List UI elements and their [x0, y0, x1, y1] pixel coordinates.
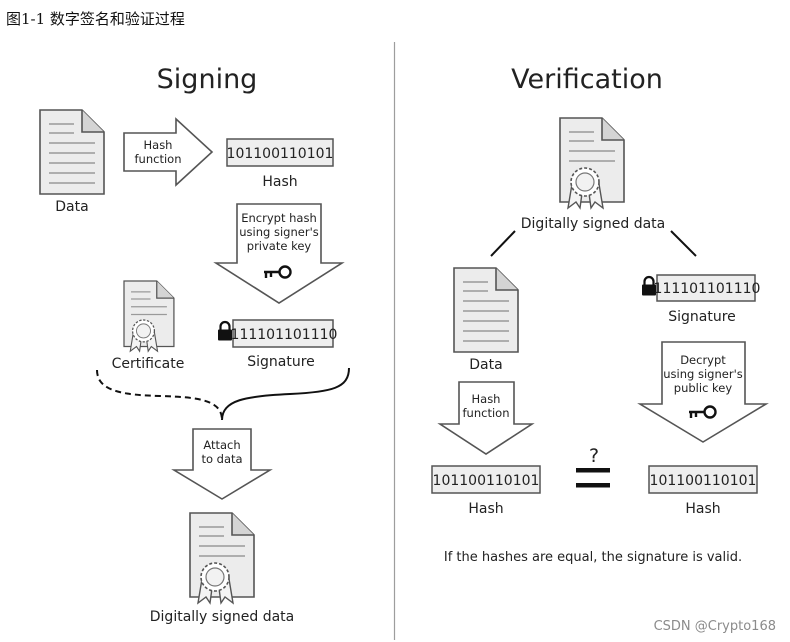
verification-title: Verification — [511, 64, 663, 95]
verify-hash-function-arrow: Hash function — [437, 381, 535, 455]
encrypt-label-1: Encrypt hash — [241, 211, 317, 225]
watermark: CSDN @Crypto168 — [653, 619, 776, 634]
split-line-left — [490, 230, 516, 257]
verify-signature-box: 111101101110 — [640, 274, 761, 302]
decrypt-label-2: using signer's — [663, 367, 742, 381]
verify-signed-data-label: Digitally signed data — [521, 216, 665, 232]
certificate-icon — [123, 280, 175, 352]
signing-signature-label: Signature — [247, 354, 315, 370]
equals-sign — [576, 468, 610, 488]
verify-hash-arrow-label-2: function — [463, 406, 510, 420]
attach-label-1: Attach — [203, 438, 240, 452]
decrypt-label-1: Decrypt — [680, 353, 726, 367]
certificate-label: Certificate — [112, 356, 185, 372]
signing-data-label: Data — [55, 199, 88, 215]
verify-data-document-icon — [453, 267, 519, 353]
signing-hash-label: Hash — [262, 174, 297, 190]
encrypt-label-2: using signer's — [239, 225, 318, 239]
signing-signed-data-label: Digitally signed data — [150, 609, 294, 625]
verify-signature-label: Signature — [668, 309, 736, 325]
hash-arrow-label-2: function — [135, 152, 182, 166]
figure-caption: 图1-1 数字签名和验证过程 — [6, 10, 185, 28]
data-document-icon — [39, 109, 105, 195]
verify-hash-arrow-label-1: Hash — [472, 392, 501, 406]
verify-signed-document-icon — [559, 117, 625, 209]
hash-function-arrow: Hash function — [123, 117, 214, 187]
signing-signature-box: 111101101110 — [216, 319, 338, 348]
verify-hash-left-box: 101100110101 — [431, 465, 541, 494]
hash-arrow-label-1: Hash — [144, 138, 173, 152]
verification-result-text: If the hashes are equal, the signature i… — [444, 550, 742, 565]
attach-label-2: to data — [201, 452, 242, 466]
attach-to-data-arrow: Attach to data — [171, 428, 273, 500]
signing-hash-box: 101100110101 — [226, 138, 334, 167]
encrypt-hash-arrow: Encrypt hash using signer's private key — [213, 203, 345, 304]
signing-hash-value: 101100110101 — [227, 146, 334, 162]
verify-signature-value: 111101101110 — [654, 281, 761, 297]
verify-data-label: Data — [469, 357, 502, 373]
verify-hash-left-label: Hash — [468, 501, 503, 517]
signing-signature-value: 111101101110 — [231, 327, 338, 343]
verify-hash-right-box: 101100110101 — [648, 465, 758, 494]
signing-title: Signing — [157, 64, 258, 95]
question-mark: ? — [589, 445, 599, 467]
combine-brace-solid — [221, 367, 350, 421]
signed-document-icon — [189, 512, 255, 604]
combine-brace-dashed — [96, 369, 223, 421]
decrypt-signature-arrow: Decrypt using signer's public key — [637, 341, 769, 443]
verify-hash-left-value: 101100110101 — [433, 473, 540, 489]
verify-hash-right-value: 101100110101 — [650, 473, 757, 489]
decrypt-label-3: public key — [674, 381, 733, 395]
split-line-right — [670, 230, 697, 257]
verify-hash-right-label: Hash — [685, 501, 720, 517]
encrypt-label-3: private key — [247, 239, 312, 253]
